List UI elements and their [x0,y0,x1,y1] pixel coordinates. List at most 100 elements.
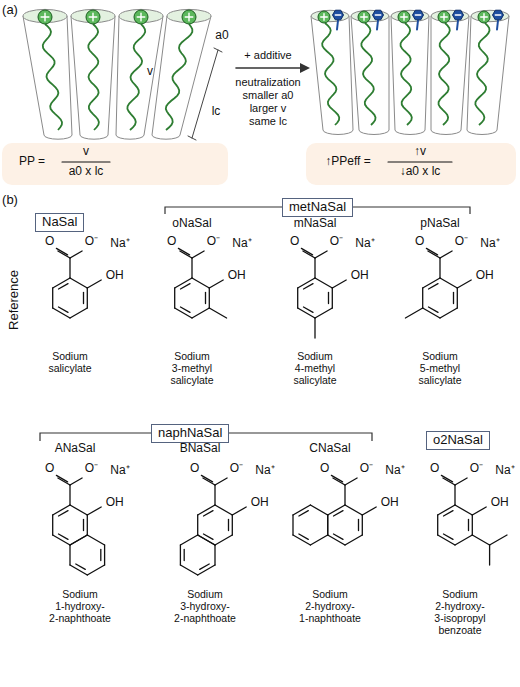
minus-sign [375,14,381,15]
bond-line [56,248,67,255]
process-label: smaller a0 [243,89,294,102]
bond-line [422,288,423,308]
panel-label: (a) [2,3,18,18]
plus-sign [140,13,141,21]
bond-line [198,535,215,545]
plus-sign [403,14,404,21]
process-label: same lc [249,115,287,128]
bond-line [327,515,328,535]
bond-line [205,293,206,304]
surfactant-tail [322,23,339,125]
panel-label: (b) [2,193,18,208]
bond-line [175,278,192,288]
bond-line [83,520,84,531]
bond-line [56,475,67,482]
compound-name: Sodium 3-methyl salicylate [155,350,229,386]
formula-text: ↑PPeff = [325,155,371,169]
atom-label: O [167,235,176,249]
additive-tail [337,21,338,30]
formula-text: PP = [19,155,45,169]
bond-line [301,248,312,255]
bond-line [180,535,197,545]
counter-ion: Na⁺ [232,237,251,251]
bond-line [69,545,70,565]
bond-line [198,535,215,545]
bond-line [455,505,472,515]
bond-line [328,505,345,515]
bond-line [334,511,344,516]
atom-label: O [45,462,54,476]
process-label: larger v [250,102,287,115]
atom-label: OH [228,269,246,283]
bond-line [438,505,455,515]
bond-line [453,293,454,304]
bond-line [209,280,223,288]
bond-line [198,565,215,575]
bond-line [59,284,69,289]
group-name: NaSal [42,215,77,230]
bond-line [315,251,327,258]
atom-label: O [320,462,329,476]
compound-name: Sodium salicylate [33,350,107,374]
surfactant-head [438,11,450,23]
atom-label: O⁻ [455,235,468,249]
bond-line [429,284,439,289]
bond-line [315,278,332,288]
bond-line [490,535,507,545]
plus-sign [443,14,444,21]
bond-line [444,511,454,516]
bond-line [455,478,467,485]
bond-line [59,534,69,539]
atom-label: O⁻ [470,462,483,476]
area-label: a0 [215,29,228,43]
group-box: naphNaSal [151,424,229,443]
bond-line [299,511,308,516]
bond-line [472,515,473,535]
bond-line [180,565,197,575]
volume-label: v [147,65,153,79]
bond-line [175,308,192,318]
bond-line [457,288,458,308]
bond-line [423,278,440,288]
atom-label: O⁻ [360,462,373,476]
surfactant-tail [439,23,450,125]
surfactant-head [478,11,490,23]
bond-line [454,485,455,505]
bond-line [423,308,440,318]
group-name: metNaSal [289,200,346,215]
atom-label: OH [491,496,509,510]
surfactant-tail [127,24,145,130]
group-name: o2NaSal [433,433,483,448]
bond-line [70,308,87,318]
bond-line [468,520,469,531]
bond-line [215,478,227,485]
bond-line [297,288,298,308]
compound-code: oNaSal [172,217,211,231]
surfactant-tail [166,24,193,130]
atom-label: O⁻ [330,235,343,249]
minus-sign [335,14,341,15]
compound-name: Sodium 4-methyl salicylate [278,350,352,386]
atom-label: O [190,462,199,476]
micelle-cone [391,16,429,135]
bond-line [70,565,87,575]
minus-sign [495,14,501,15]
bond-line [53,505,70,515]
plus-sign [92,13,93,21]
group-name: naphNaSal [158,426,222,441]
bond-line [192,308,209,318]
process-label: neutralization [235,76,300,89]
bond-line [328,535,345,545]
bond-line [52,515,53,535]
bond-line [59,307,69,312]
bond-line [440,251,452,258]
bond-line [334,534,344,539]
bond-line [209,288,210,308]
compound-code: mNaSal [294,217,337,231]
additive-tail [417,21,418,30]
bond-line [298,278,315,288]
bond-line [444,534,454,539]
surfactant-tail [475,23,489,125]
bond-line [70,278,87,288]
compound-code: ANaSal [55,442,96,456]
